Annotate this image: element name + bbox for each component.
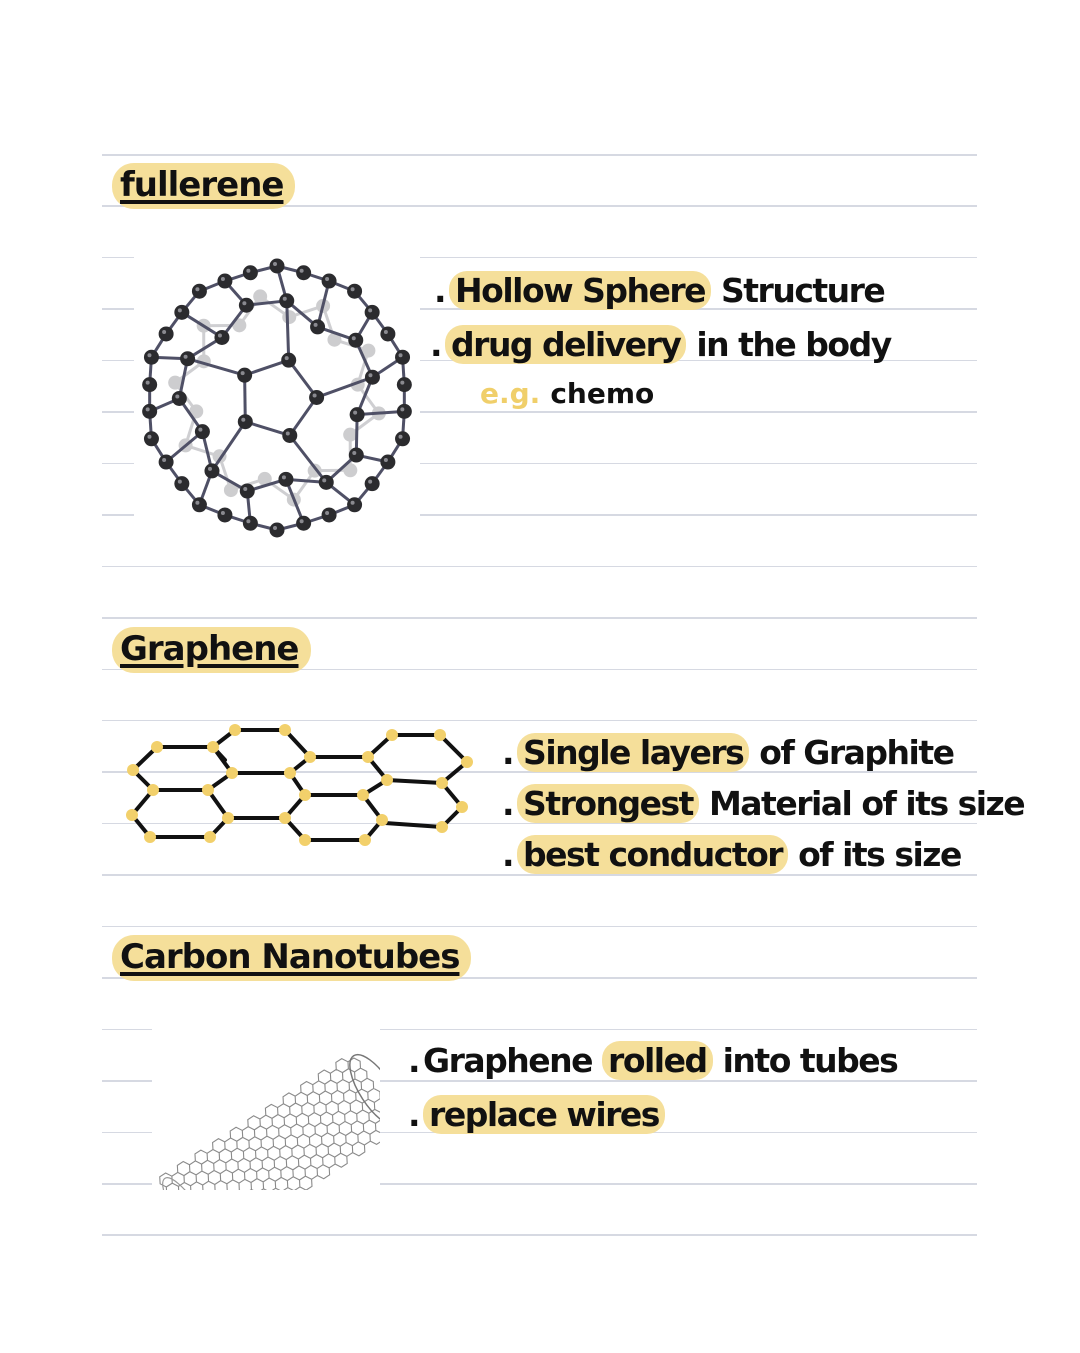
example-prefix: e.g. xyxy=(480,377,541,410)
ruled-line xyxy=(102,205,977,207)
note-graphene-rolled: .Graphene rolled into tubes xyxy=(408,1041,899,1080)
highlighted-text: best conductor xyxy=(517,835,789,874)
highlighted-text: Hollow Sphere xyxy=(449,271,712,310)
note-strongest-material: .Strongest Material of its size xyxy=(502,784,1026,823)
note-drug-delivery: .drug delivery in the body xyxy=(430,325,892,364)
ruled-line xyxy=(102,1234,977,1236)
heading-text: fullerene xyxy=(120,165,284,205)
heading-text: Graphene xyxy=(120,629,299,669)
ruled-line xyxy=(102,771,977,773)
heading-text: Carbon Nanotubes xyxy=(120,937,460,977)
highlighted-text: drug delivery xyxy=(445,325,687,364)
nanotube-figure xyxy=(152,1008,403,1249)
note-best-conductor: .best conductor of its size xyxy=(502,835,962,874)
ruled-line xyxy=(102,1080,977,1082)
ruled-line xyxy=(102,668,977,670)
ruled-line xyxy=(102,874,977,876)
note-example-chemo: e.g.chemo xyxy=(480,377,655,410)
ruled-line xyxy=(102,462,977,465)
highlighted-text: Single layers xyxy=(517,733,750,772)
heading-fullerene: fullerene xyxy=(112,163,296,209)
heading-graphene: Graphene xyxy=(112,627,311,673)
ruled-line xyxy=(102,925,977,928)
fullerene-figure xyxy=(134,256,420,540)
ruled-line xyxy=(102,822,977,825)
fullerene-molecule-icon xyxy=(142,258,412,538)
ruled-line xyxy=(102,1183,977,1185)
ruled-line xyxy=(102,256,977,259)
note-replace-wires: .replace wires xyxy=(408,1095,665,1134)
carbon-nanotube-icon xyxy=(159,1053,403,1249)
heading-carbon-nanotubes: Carbon Nanotubes xyxy=(112,935,472,981)
highlighted-text: rolled xyxy=(602,1041,713,1080)
ruled-line xyxy=(102,977,977,979)
ruled-line xyxy=(102,154,977,156)
ruled-line xyxy=(102,514,977,516)
note-hollow-sphere: .Hollow Sphere Structure xyxy=(434,271,886,310)
ruled-line xyxy=(102,1028,977,1031)
ruled-line xyxy=(102,411,977,413)
ruled-line xyxy=(102,719,977,722)
highlighted-text: Strongest xyxy=(517,784,699,823)
graphene-lattice-icon xyxy=(126,724,473,846)
ruled-line xyxy=(102,617,977,619)
graphene-figure xyxy=(120,715,480,850)
ruled-line xyxy=(102,565,977,568)
highlighted-text: replace wires xyxy=(423,1095,665,1134)
note-single-layers: .Single layers of Graphite xyxy=(502,733,955,772)
